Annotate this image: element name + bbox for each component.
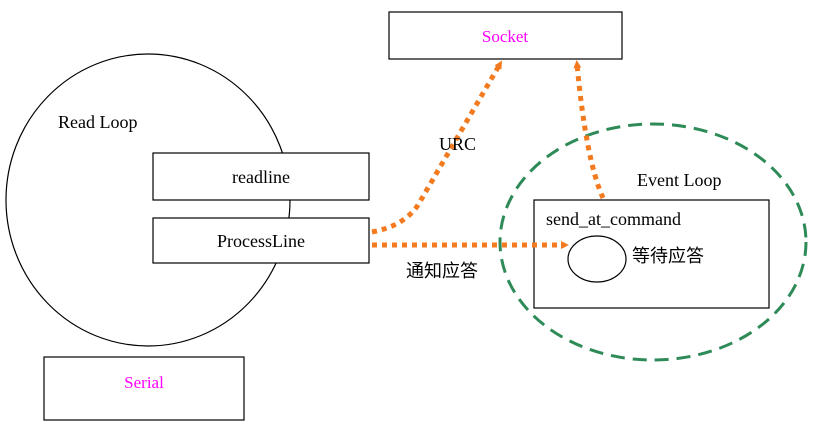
event-loop-circle xyxy=(498,122,808,362)
read-loop-label: Read Loop xyxy=(58,112,137,132)
urc-label: URC xyxy=(439,134,476,154)
send-at-command-box xyxy=(533,199,770,309)
serial-box xyxy=(43,356,245,421)
readline-box xyxy=(152,152,370,201)
serial-label: Serial xyxy=(124,373,164,392)
readline-label: readline xyxy=(232,167,290,187)
event-loop-to-socket-arrow xyxy=(573,60,606,200)
socket-box xyxy=(388,11,623,60)
wait-loop-icon xyxy=(567,235,627,283)
process-line-label: ProcessLine xyxy=(217,231,305,251)
urc-arrow xyxy=(371,60,503,235)
send-at-command-label: send_at_command xyxy=(546,209,681,229)
wait-response-label: 等待应答 xyxy=(632,246,704,267)
notify-label: 通知应答 xyxy=(406,261,478,282)
process-line-box xyxy=(152,217,370,264)
event-loop-label: Event Loop xyxy=(637,170,721,190)
socket-label: Socket xyxy=(482,27,529,46)
